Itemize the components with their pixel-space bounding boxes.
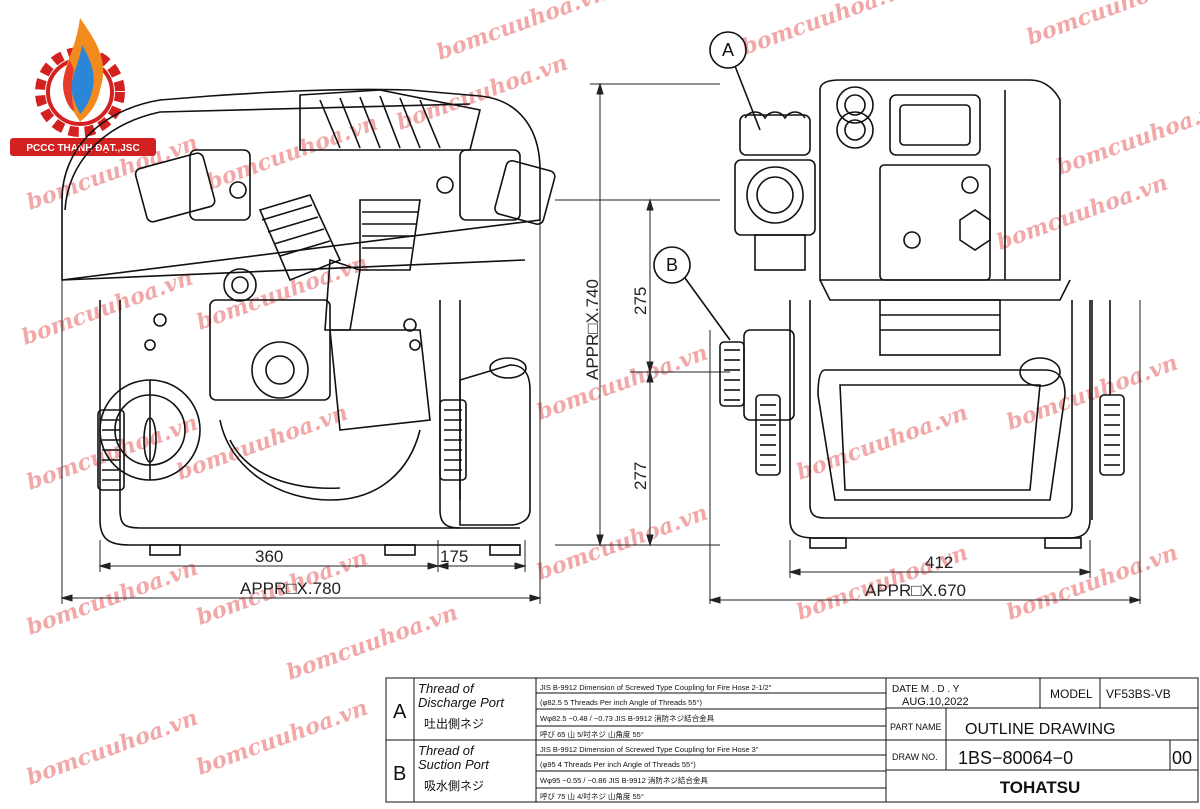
dimension-left-total: APPR□X.780 bbox=[240, 579, 341, 598]
row-a-spec2: (φ82.5 5 Threads Per inch Angle of Threa… bbox=[540, 698, 702, 707]
row-b-spec1: JIS B-9912 Dimension of Screwed Type Cou… bbox=[540, 745, 759, 754]
row-a-japanese: 吐出側ネジ bbox=[424, 717, 484, 731]
watermark-text: bomcuuhoa.vn bbox=[203, 110, 381, 196]
dimension-360: 360 bbox=[255, 547, 283, 566]
row-b-spec3: Wφ95 −0.55 / −0.86 JIS B-9912 消防ネジ結合金具 bbox=[540, 775, 708, 785]
watermark-text: bomcuuhoa.vn bbox=[433, 0, 611, 66]
row-a-letter: A bbox=[393, 701, 407, 723]
row-b-spec2: (φ95 4 Threads Per inch Angle of Threads… bbox=[540, 760, 696, 769]
company-logo: PCCC THANH ĐẠT.,JSC bbox=[10, 18, 156, 156]
draw-no-revision: 00 bbox=[1172, 748, 1192, 768]
company-name: PCCC THANH ĐẠT.,JSC bbox=[26, 143, 139, 154]
dimension-right-total: APPR□X.670 bbox=[865, 581, 966, 600]
title-block-frame bbox=[385, 677, 1199, 803]
draw-no-label: DRAW NO. bbox=[892, 752, 938, 762]
part-name-value: OUTLINE DRAWING bbox=[965, 721, 1116, 738]
watermark-text: bomcuuhoa.vn bbox=[23, 705, 201, 791]
dimension-412: 412 bbox=[925, 553, 953, 572]
side-view-pump bbox=[61, 88, 556, 556]
watermark-text: bomcuuhoa.vn bbox=[283, 600, 461, 686]
brand-name: TOHATSU bbox=[1000, 778, 1081, 797]
row-a-title-line1: Thread of bbox=[418, 681, 475, 696]
row-b-title-line2: Suction Port bbox=[418, 757, 490, 772]
watermark-text: bomcuuhoa.vn bbox=[1023, 0, 1200, 51]
dimension-height-total: APPR□X.740 bbox=[583, 279, 602, 380]
flame-icon bbox=[63, 18, 104, 122]
part-name-label: PART NAME bbox=[890, 722, 942, 732]
front-view-pump bbox=[653, 31, 1125, 549]
date-value: AUG.10,2022 bbox=[902, 696, 969, 708]
height-dimensions bbox=[555, 82, 730, 547]
watermark-layer: bomcuuhoa.vn bomcuuhoa.vn bomcuuhoa.vn b… bbox=[18, 0, 1200, 791]
row-b-letter: B bbox=[393, 763, 406, 785]
row-a-title-line2: Discharge Port bbox=[418, 695, 505, 710]
draw-no-value: 1BS−80064−0 bbox=[958, 748, 1073, 768]
model-label: MODEL bbox=[1050, 687, 1093, 701]
side-view-dimensions bbox=[60, 220, 542, 604]
front-view-dimensions bbox=[708, 300, 1142, 604]
dimension-277: 277 bbox=[631, 462, 650, 490]
watermark-text: bomcuuhoa.vn bbox=[393, 50, 571, 136]
watermark-text: bomcuuhoa.vn bbox=[1003, 540, 1181, 626]
callout-a-label: A bbox=[722, 40, 734, 60]
dimension-275: 275 bbox=[631, 287, 650, 315]
watermark-text: bomcuuhoa.vn bbox=[193, 695, 371, 781]
row-b-title-line1: Thread of bbox=[418, 743, 475, 758]
watermark-text: bomcuuhoa.vn bbox=[1053, 95, 1200, 181]
row-a-spec4: 呼び 65 山 5/吋ネジ 山角度 55° bbox=[540, 729, 644, 739]
watermark-text: bomcuuhoa.vn bbox=[533, 340, 711, 426]
row-b-japanese: 吸水側ネジ bbox=[424, 779, 484, 793]
date-label: DATE M . D . Y bbox=[892, 684, 960, 695]
watermark-text: bomcuuhoa.vn bbox=[23, 410, 201, 496]
watermark-text: bomcuuhoa.vn bbox=[993, 170, 1171, 256]
model-value: VF53BS-VB bbox=[1106, 687, 1171, 701]
dimension-175: 175 bbox=[440, 547, 468, 566]
row-a-spec3: Wφ82.5 −0.48 / −0.73 JIS B-9912 消防ネジ結合金具 bbox=[540, 713, 715, 723]
watermark-text: bomcuuhoa.vn bbox=[793, 400, 971, 486]
row-b-spec4: 呼び 75 山 4/吋ネジ 山角度 55° bbox=[540, 791, 644, 801]
watermark-text: bomcuuhoa.vn bbox=[738, 0, 916, 61]
watermark-text: bomcuuhoa.vn bbox=[533, 500, 711, 586]
callout-b-label: B bbox=[666, 255, 678, 275]
row-a-spec1: JIS B-9912 Dimension of Screwed Type Cou… bbox=[540, 683, 772, 692]
